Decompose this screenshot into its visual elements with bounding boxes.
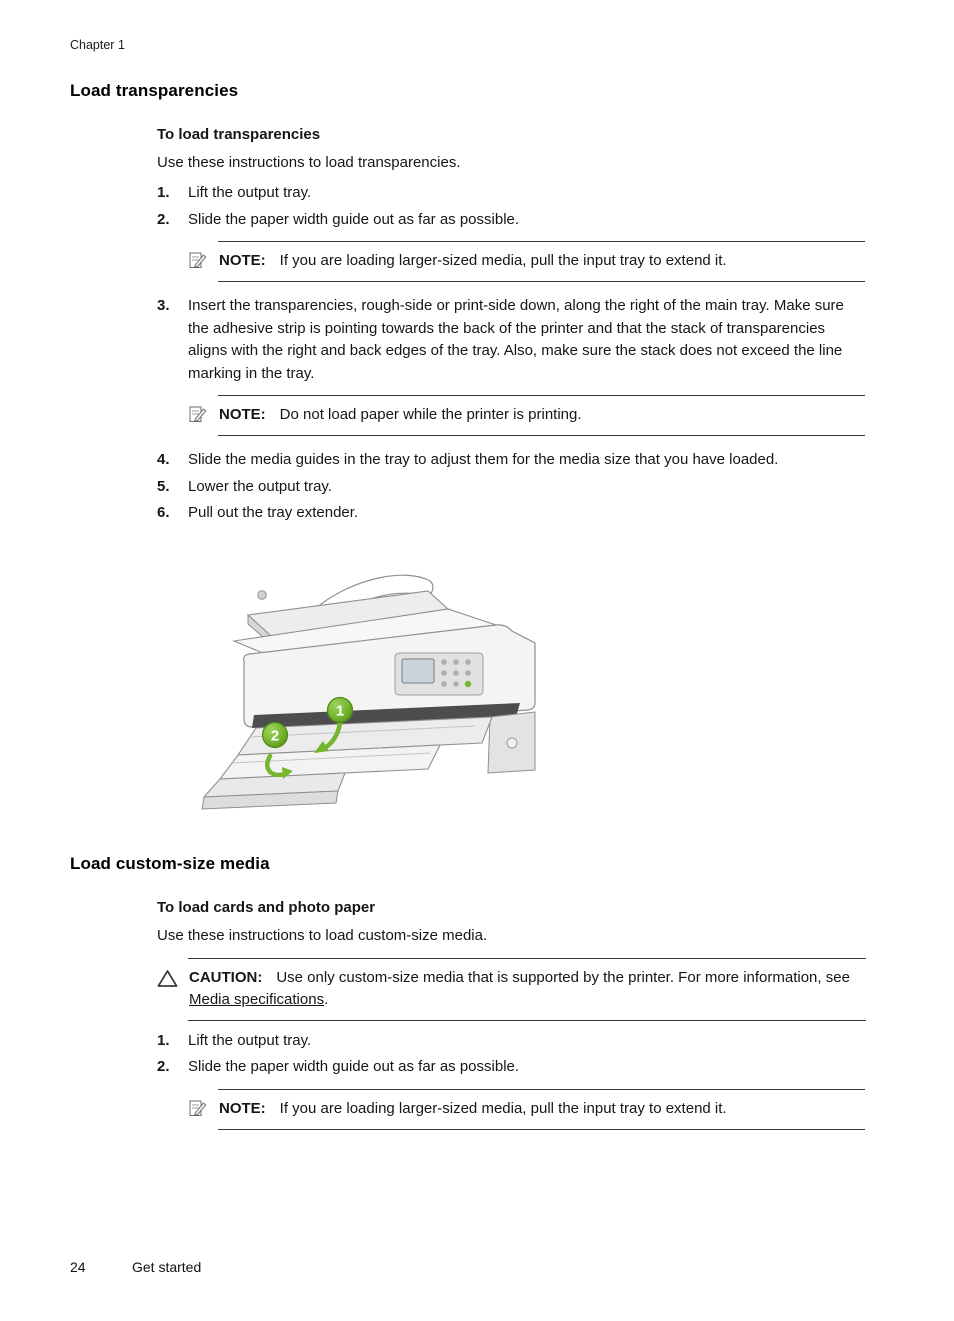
- media-specifications-link[interactable]: Media specifications: [189, 990, 325, 1008]
- section-load-custom-size-media: Load custom-size media To load cards and…: [70, 854, 884, 1130]
- note-label: NOTE:: [219, 406, 266, 423]
- subsection-title-to-load-transparencies: To load transparencies: [157, 126, 321, 143]
- step-number: 4.: [157, 451, 170, 468]
- step-number: 1.: [157, 184, 170, 201]
- caution-label: CAUTION:: [189, 968, 263, 986]
- step-item-2: 2. Slide the paper width guide out as fa…: [157, 209, 866, 232]
- caution-text: Use only custom-size media that is suppo…: [276, 968, 850, 986]
- step-item-4: 4. Slide the media guides in the tray to…: [157, 449, 866, 472]
- callout-1-badge: 1: [326, 696, 354, 723]
- intro-text: Use these instructions to load custom-si…: [157, 926, 488, 944]
- note-label: NOTE:: [219, 1099, 266, 1117]
- step-text: Slide the paper width guide out as far a…: [188, 1058, 520, 1075]
- step-item-3: 3. Insert the transparencies, rough-side…: [157, 295, 866, 385]
- subsection-title-to-load-cards-and-photo-paper: To load cards and photo paper: [157, 898, 376, 916]
- step-item-1: 1. Lift the output tray.: [157, 1030, 866, 1053]
- note-box-1: NOTE: If you are loading larger-sized med…: [189, 241, 865, 282]
- callout-2-badge: 2: [261, 721, 289, 748]
- intro-text: Use these instructions to load transpare…: [157, 154, 461, 171]
- section-title-load-custom-size-media: Load custom-size media: [70, 853, 270, 873]
- callout-2-number: 2: [271, 727, 279, 744]
- step-number: 1.: [157, 1031, 170, 1049]
- note-box-2: NOTE: Do not load paper while the printer…: [189, 395, 865, 436]
- caution-box: CAUTION: Use only custom-size media that …: [157, 957, 866, 1021]
- step-number: 3.: [157, 297, 170, 314]
- page-number: 24: [70, 1259, 86, 1275]
- step-item-2: 2. Slide the paper width guide out as fa…: [157, 1056, 866, 1079]
- step-item-1: 1. Lift the output tray.: [157, 182, 866, 205]
- step-text: Lift the output tray.: [188, 184, 312, 201]
- step-text: Slide the media guides in the tray to ad…: [188, 451, 779, 468]
- note-text: If you are loading larger-sized media, p…: [279, 1099, 727, 1117]
- section-content: To load transparencies Use these instruc…: [157, 126, 866, 818]
- step-list: 1. Lift the output tray. 2. Slide the pa…: [157, 1030, 866, 1130]
- section-load-transparencies: Load transparencies To load transparenci…: [70, 81, 884, 818]
- step-number: 2.: [157, 210, 170, 228]
- step-text: Insert the transparencies, rough-side or…: [188, 297, 844, 382]
- note-box-3: NOTE: If you are loading larger-sized med…: [189, 1088, 865, 1130]
- step-list: 1. Lift the output tray. 2. Slide the pa…: [157, 182, 866, 525]
- section-title-load-transparencies: Load transparencies: [70, 81, 239, 100]
- note-icon: [189, 1099, 207, 1125]
- note-icon: [189, 251, 207, 277]
- step-item-6: 6. Pull out the tray extender.: [157, 502, 866, 525]
- section-content: To load cards and photo paper Use these …: [157, 899, 866, 1130]
- footer-text: Get started: [132, 1259, 202, 1275]
- note-label: NOTE:: [219, 252, 266, 269]
- step-number: 2.: [157, 1058, 170, 1075]
- step-text: Slide the paper width guide out as far a…: [188, 210, 520, 228]
- page-footer: 24 Get started: [70, 1259, 201, 1275]
- note-text: Do not load paper while the printer is p…: [279, 406, 582, 423]
- step-number: 6.: [157, 504, 170, 521]
- chapter-label: Chapter 1: [70, 38, 125, 52]
- caution-icon: [157, 969, 178, 995]
- step-text: Pull out the tray extender.: [188, 504, 359, 521]
- printer-illustration: 1 2: [190, 565, 540, 818]
- step-text: Lower the output tray.: [188, 477, 332, 495]
- note-icon: [189, 405, 207, 431]
- step-text: Lift the output tray.: [188, 1031, 312, 1049]
- step-number: 5.: [157, 477, 170, 495]
- caution-text-end: .: [324, 990, 329, 1008]
- note-text: If you are loading larger-sized media, p…: [279, 252, 727, 269]
- step-item-5: 5. Lower the output tray.: [157, 476, 866, 499]
- callout-1-number: 1: [336, 702, 344, 719]
